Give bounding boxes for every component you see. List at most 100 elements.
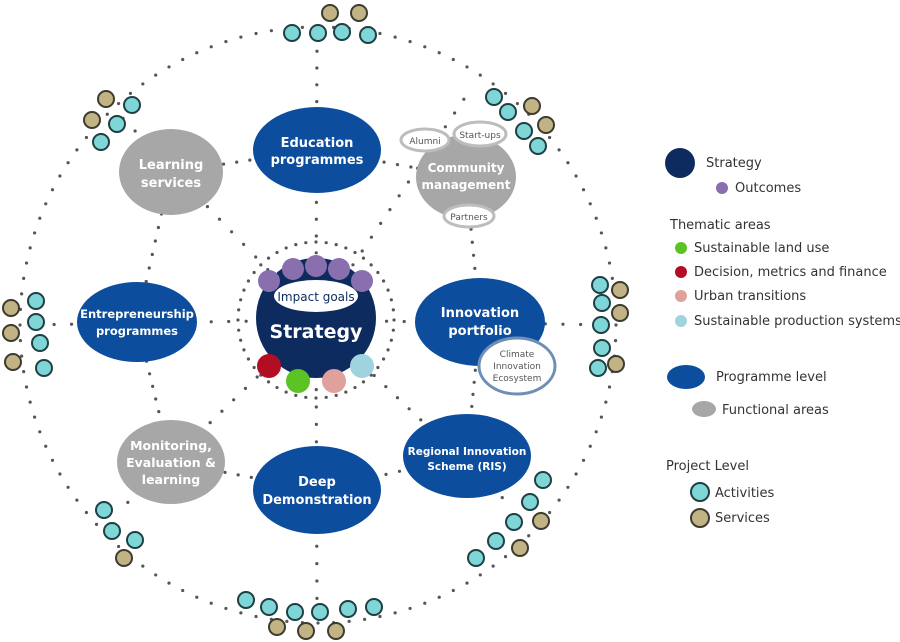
connector-dot — [391, 328, 395, 332]
connector-dot — [406, 180, 410, 184]
service-circle — [350, 4, 368, 22]
activity-circle — [103, 522, 121, 540]
activity-circle — [126, 531, 144, 549]
connector-dot — [437, 51, 441, 55]
connector-dot — [235, 160, 239, 164]
connector-dot — [473, 266, 477, 270]
education-line-1: Education — [281, 136, 354, 151]
connector-dot — [181, 57, 185, 62]
connector-dot — [75, 498, 79, 502]
connector-dot — [28, 400, 32, 404]
connector-dot — [167, 65, 171, 69]
connector-dot — [381, 279, 386, 283]
connector-dot — [395, 162, 400, 167]
connector-dot — [232, 398, 236, 402]
connector-dot — [423, 45, 427, 49]
activity-circle — [589, 359, 607, 377]
connector-dot — [38, 216, 42, 220]
connector-dot — [236, 318, 240, 322]
connector-dot — [353, 250, 357, 255]
activity-circle — [359, 26, 377, 44]
activity-circle — [534, 471, 552, 489]
connector-dot — [419, 418, 423, 422]
connector-dot — [397, 469, 402, 473]
connector-dot — [18, 323, 22, 327]
thematic-urban-transitions — [322, 369, 346, 393]
strategy-label: Strategy — [270, 321, 364, 343]
innovation-line-1: Innovation — [441, 306, 519, 321]
connector-dot — [465, 581, 469, 585]
connector-dot — [471, 253, 476, 257]
connector-dot — [379, 221, 383, 225]
connector-dot — [156, 225, 161, 230]
activity-circle — [311, 603, 329, 621]
connector-dot — [547, 135, 552, 140]
programme-deep-demonstration[interactable]: Deep Demonstration — [253, 446, 381, 534]
programme-ris[interactable]: Regional Innovation Scheme (RIS) — [403, 414, 531, 498]
functional-community-management[interactable]: Community management — [416, 135, 516, 219]
connector-dot — [388, 208, 392, 212]
connector-dot — [315, 562, 319, 566]
connector-dot — [314, 251, 318, 255]
connector-dot — [126, 500, 130, 504]
connector-dot — [22, 370, 26, 374]
connector-dot — [566, 161, 570, 165]
connector-dot — [32, 415, 37, 419]
connector-dot — [402, 319, 406, 324]
service-circle — [2, 299, 20, 317]
connector-dot — [209, 601, 213, 605]
functional-monitoring[interactable]: Monitoring, Evaluation & learning — [117, 420, 225, 504]
activity-circle — [309, 24, 327, 42]
legend-activities-swatch — [690, 482, 710, 502]
legend-programme-label: Programme level — [716, 370, 827, 385]
connector-dot — [24, 385, 29, 389]
connector-dot — [503, 554, 508, 559]
connector-dot — [66, 485, 70, 489]
connector-dot — [581, 458, 586, 462]
connector-dot — [244, 319, 248, 323]
connector-dot — [614, 323, 618, 327]
connector-dot — [141, 564, 145, 568]
programme-entrepreneurship[interactable]: Entrepreneurship programmes — [77, 282, 197, 362]
connector-dot — [239, 611, 243, 615]
connector-dot — [384, 319, 389, 323]
connector-dot — [363, 617, 367, 621]
connector-dot — [237, 308, 241, 312]
entrepreneurship-line-1: Entrepreneurship — [80, 307, 194, 321]
connector-dot — [547, 510, 552, 515]
connector-dot — [22, 276, 26, 280]
activity-circle — [333, 23, 351, 41]
connector-dot — [209, 320, 213, 324]
connector-dot — [69, 322, 74, 326]
partners-label: Partners — [450, 213, 488, 223]
connector-dot — [38, 430, 42, 434]
programme-education[interactable]: Education programmes — [253, 107, 381, 193]
connector-dot — [315, 66, 319, 70]
connector-dot — [221, 162, 226, 166]
functional-learning-services[interactable]: Learning services — [119, 129, 223, 215]
connector-dot — [181, 588, 185, 593]
connector-dot — [581, 188, 586, 192]
deep-demo-line-1: Deep — [298, 475, 336, 490]
connector-dot — [44, 444, 48, 448]
activity-circle — [123, 96, 141, 114]
connector-dot — [154, 573, 158, 577]
connector-dot — [472, 380, 476, 384]
connector-dot — [243, 386, 248, 390]
connector-dot — [94, 522, 99, 527]
connector-dot — [237, 328, 241, 332]
connector-dot — [471, 392, 475, 396]
connector-dot — [223, 470, 227, 474]
connector-dot — [28, 246, 32, 250]
connector-dot — [266, 256, 271, 260]
legend-programme-swatch — [667, 365, 705, 389]
connector-dot — [451, 57, 455, 62]
legend-functional-swatch — [692, 401, 716, 417]
service-circle — [115, 549, 133, 567]
connector-dot — [382, 160, 386, 164]
connector-dot — [557, 148, 561, 152]
activity-circle — [485, 88, 503, 106]
connector-dot — [151, 384, 155, 388]
activity-circle — [260, 598, 278, 616]
